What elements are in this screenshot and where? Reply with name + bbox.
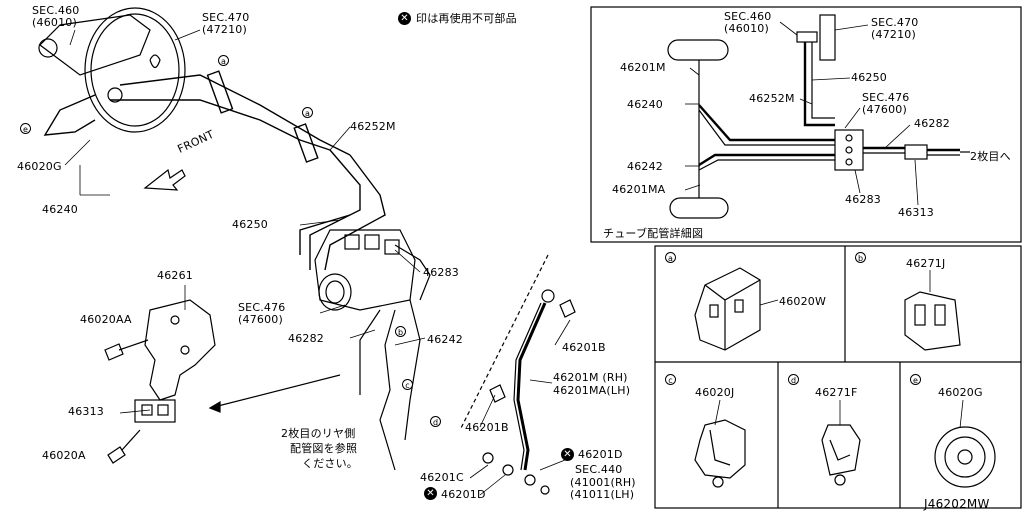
part-46020J-drawing — [694, 399, 746, 488]
label-46282: 46282 — [288, 332, 324, 345]
label-46020G-main: 46020G — [17, 160, 62, 173]
detail-panel-frame — [590, 6, 1022, 243]
rear-note-line3: ください。 — [302, 457, 358, 470]
detail-label-sec470: SEC.470 — [871, 16, 919, 29]
label-sec470: SEC.470 — [202, 11, 250, 24]
callout-e-main: e — [20, 123, 31, 134]
label-46242: 46242 — [427, 333, 463, 346]
label-46313-main: 46313 — [68, 405, 104, 418]
label-sec440-rh: (41001(RH) — [570, 476, 636, 489]
label-sec470-code: (47210) — [202, 23, 247, 36]
detail-label-to-second: 2枚目へ — [970, 150, 1011, 163]
callout-b-main: b — [395, 326, 406, 337]
detail-label-sec460: SEC.460 — [724, 10, 772, 23]
callout-a2-main: a — [302, 107, 313, 118]
callout-d-main: d — [430, 416, 441, 427]
label-46020AA: 46020AA — [80, 313, 132, 326]
detail-label-46313: 46313 — [898, 206, 934, 219]
label-46283: 46283 — [423, 266, 459, 279]
callout-a-main: a — [218, 55, 229, 66]
label-46201B-bottom: 46201B — [465, 421, 509, 434]
detail-label-46252M: 46252M — [749, 92, 795, 105]
label-sec440: SEC.440 — [575, 463, 623, 476]
detail-label-46201MA: 46201MA — [612, 183, 666, 196]
part-46020G-drawing — [934, 399, 996, 488]
detail-label-46250: 46250 — [851, 71, 887, 84]
parts-box-callout-c: c — [665, 374, 676, 385]
parts-box-callout-a: a — [665, 252, 676, 263]
detail-panel-linework — [667, 14, 970, 219]
parts-box-label-46020J: 46020J — [695, 386, 735, 399]
non-reusable-mark-icon: ✕ — [424, 487, 437, 500]
detail-label-sec470-code: (47210) — [871, 28, 916, 41]
label-46201D-bottom: 46201D — [441, 488, 486, 501]
parts-box-label-46020W: 46020W — [779, 295, 827, 308]
connection-arrow — [208, 374, 341, 413]
brake-booster — [38, 7, 186, 133]
parts-box-label-46271F: 46271F — [815, 386, 858, 399]
diagram-id: J46202MW — [924, 497, 990, 511]
abs-actuator — [314, 229, 431, 471]
label-46252M: 46252M — [350, 120, 396, 133]
parts-box-callout-b: b — [855, 252, 866, 263]
parts-box-callout-e: e — [910, 374, 921, 385]
part-46271F-drawing — [821, 400, 861, 486]
detail-caption: チューブ配管詳細図 — [603, 227, 704, 240]
label-46201C: 46201C — [420, 471, 464, 484]
detail-label-sec476: SEC.476 — [862, 91, 910, 104]
parts-box-callout-d: d — [788, 374, 799, 385]
parts-box-label-46020G: 46020G — [938, 386, 983, 399]
detail-label-46201M: 46201M — [620, 61, 666, 74]
label-46240: 46240 — [42, 203, 78, 216]
bracket-46261 — [104, 299, 216, 464]
rear-note-line1: 2枚目のリヤ側 — [281, 427, 356, 440]
non-reusable-mark-icon: ✕ — [561, 448, 574, 461]
detail-label-46282: 46282 — [914, 117, 950, 130]
label-sec476: SEC.476 — [238, 301, 286, 314]
non-reusable-notice: 印は再使用不可部品 — [416, 12, 517, 25]
main-brake-lines — [43, 70, 386, 271]
label-46020A: 46020A — [42, 449, 86, 462]
label-46201MA-lh: 46201MA(LH) — [553, 384, 631, 397]
detail-label-sec476-code: (47600) — [862, 103, 907, 116]
rear-note-line2: 配管図を参照 — [290, 442, 358, 455]
callout-c-main: c — [402, 379, 413, 390]
detail-label-sec460-code: (46010) — [724, 22, 769, 35]
part-46271J-drawing — [904, 270, 961, 351]
label-46250: 46250 — [232, 218, 268, 231]
label-46201M-rh: 46201M (RH) — [553, 371, 628, 384]
label-sec460-code: (46010) — [32, 16, 77, 29]
detail-label-46240: 46240 — [627, 98, 663, 111]
detail-label-46242: 46242 — [627, 160, 663, 173]
label-sec476-code: (47600) — [238, 313, 283, 326]
label-sec460: SEC.460 — [32, 4, 80, 17]
non-reusable-mark-icon: ✕ — [398, 12, 411, 25]
front-arrow — [143, 168, 186, 191]
rear-flex-hose — [459, 254, 576, 495]
label-sec440-lh: (41011(LH) — [570, 488, 635, 501]
label-46201D-top: 46201D — [578, 448, 623, 461]
label-46261: 46261 — [157, 269, 193, 282]
label-46201B-top: 46201B — [562, 341, 606, 354]
parts-grid-frame — [654, 245, 1022, 509]
leader-lines — [64, 29, 571, 496]
parts-box-label-46271J: 46271J — [906, 257, 946, 270]
detail-label-46283: 46283 — [845, 193, 881, 206]
part-46020W-drawing — [694, 267, 779, 351]
